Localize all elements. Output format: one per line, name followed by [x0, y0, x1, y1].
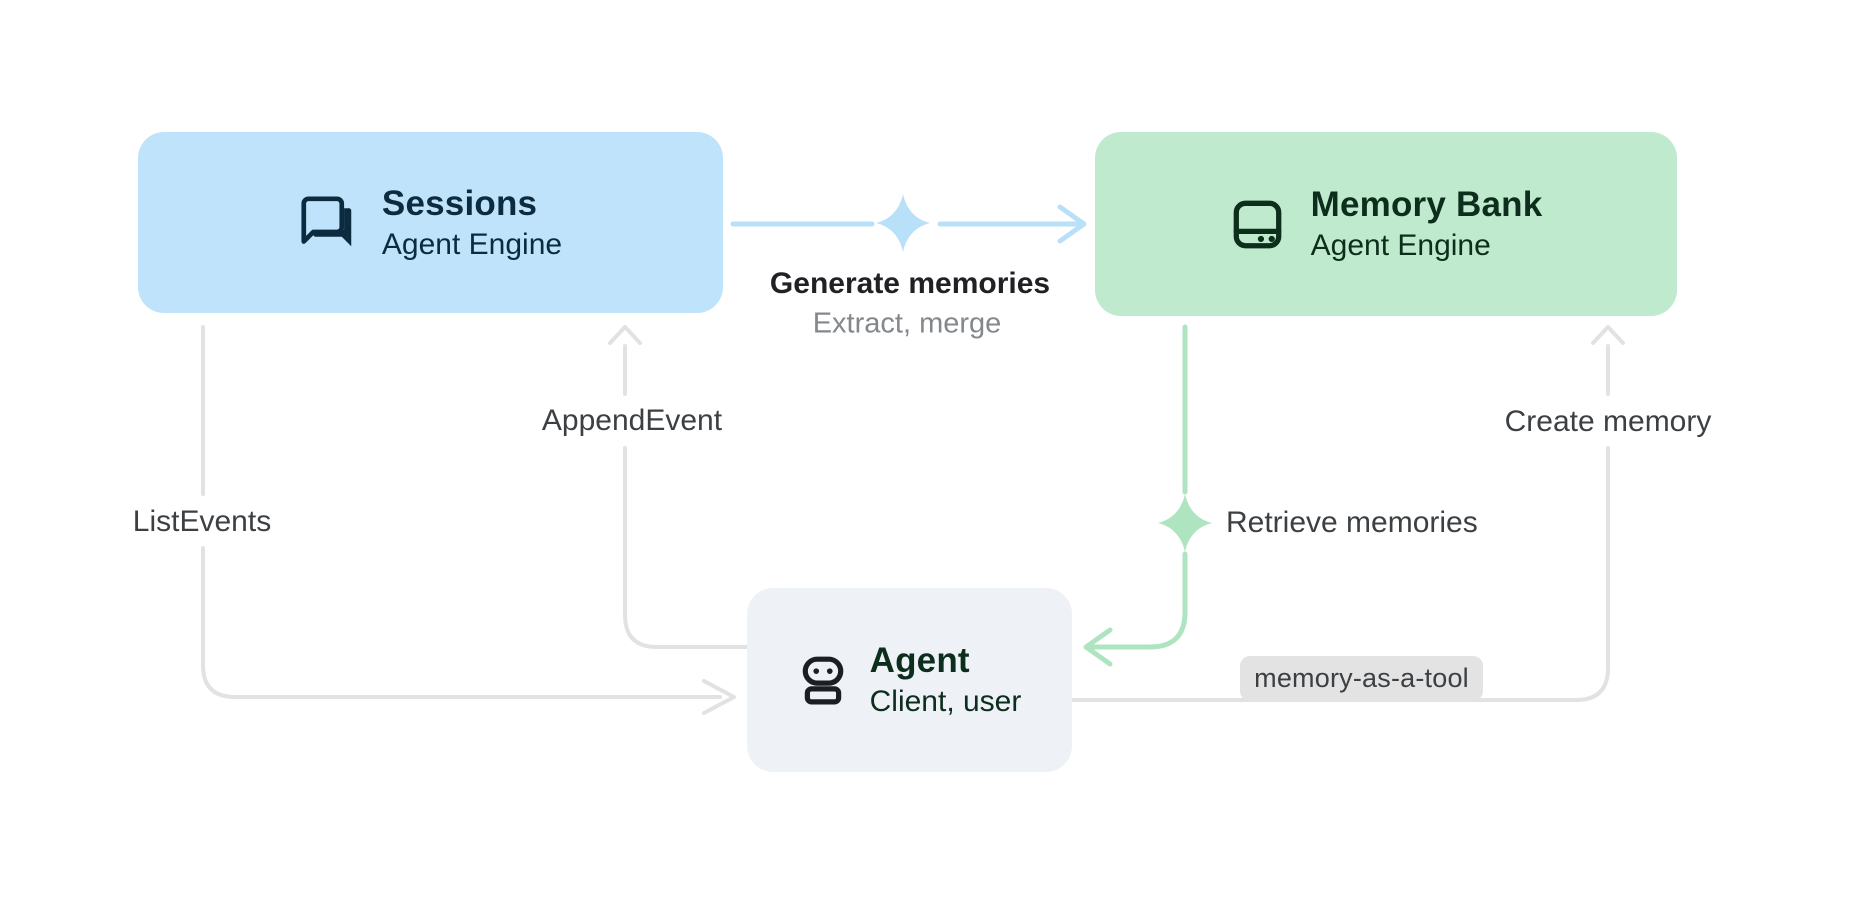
retrieve-memories-label: Retrieve memories — [1226, 506, 1478, 539]
sessions-subtitle: Agent Engine — [381, 227, 563, 261]
storage-icon — [1233, 200, 1281, 248]
memory-as-a-tool-label: memory-as-a-tool — [1254, 663, 1469, 693]
sparkle-icon — [1158, 494, 1212, 552]
create-memory-label: Create memory — [1504, 405, 1712, 438]
agent-node: Agent Client, user — [747, 588, 1072, 772]
retrieve-memories-arrow — [1083, 324, 1188, 667]
extract-merge-label: Extract, merge — [812, 307, 1002, 340]
memory-as-a-tool-badge: memory-as-a-tool — [1240, 656, 1483, 701]
sparkle-icon — [876, 194, 930, 252]
append-event-arrow — [608, 325, 749, 649]
agent-title: Agent — [869, 641, 970, 681]
list-events-label: ListEvents — [132, 505, 272, 538]
robot-icon — [802, 656, 843, 705]
append-event-label: AppendEvent — [541, 404, 723, 437]
create-memory-arrow — [1070, 325, 1625, 702]
generate-memories-arrow — [730, 204, 1087, 244]
chat-bubbles-icon — [301, 196, 352, 247]
sessions-title: Sessions — [381, 183, 538, 223]
memory-bank-title: Memory Bank — [1310, 185, 1543, 225]
agent-subtitle: Client, user — [869, 685, 1022, 719]
list-events-arrow — [201, 325, 736, 715]
generate-memories-label: Generate memories — [769, 267, 1051, 300]
sessions-node: Sessions Agent Engine — [138, 132, 723, 313]
memory-bank-node: Memory Bank Agent Engine — [1095, 132, 1677, 316]
memory-bank-subtitle: Agent Engine — [1310, 229, 1491, 263]
